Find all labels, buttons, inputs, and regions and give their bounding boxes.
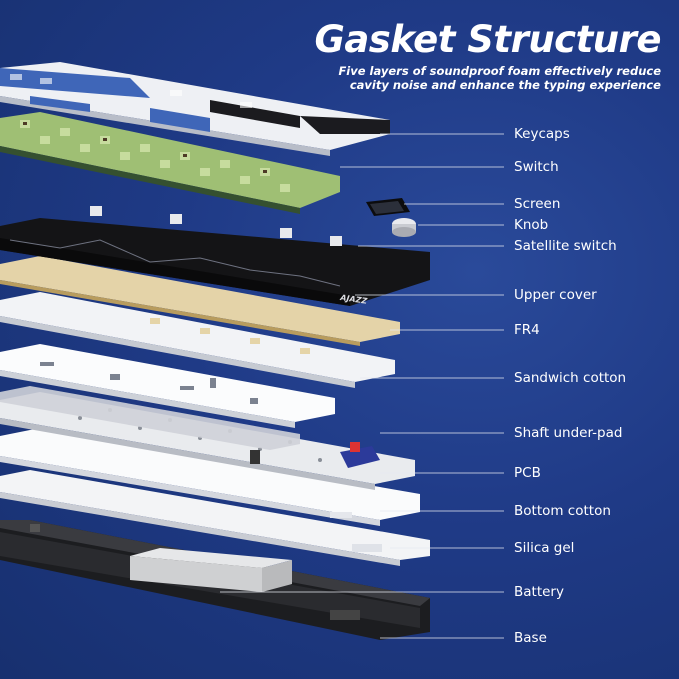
subtitle-line-1: Five layers of soundproof foam effective… [338, 64, 661, 78]
screen-layer [366, 198, 410, 216]
label-keycaps: Keycaps [514, 126, 570, 142]
bottom-cotton-layer [0, 428, 420, 526]
label-screen: Screen [514, 196, 561, 212]
label-base: Base [514, 630, 547, 646]
label-knob: Knob [514, 217, 549, 233]
shaft-under-pad-layer [0, 386, 300, 450]
satellite-switch-layer: AJAZZ [0, 206, 430, 306]
brand-logo: AJAZZ [339, 293, 368, 306]
leader-lines [220, 133, 504, 639]
page-subtitle: Five layers of soundproof foam effective… [338, 64, 661, 92]
page-title: Gasket Structure [314, 18, 661, 61]
label-battery: Battery [514, 584, 564, 600]
subtitle-line-2: cavity noise and enhance the typing expe… [349, 78, 661, 92]
label-shaft-under-pad: Shaft under-pad [514, 425, 623, 441]
label-silica-gel: Silica gel [514, 540, 575, 556]
knob-layer [392, 218, 416, 237]
label-satellite-switch: Satellite switch [514, 238, 617, 254]
label-switch: Switch [514, 159, 559, 175]
label-sandwich-cotton: Sandwich cotton [514, 370, 627, 386]
keycaps-layer [0, 62, 390, 156]
fr4-layer [0, 292, 395, 388]
sandwich-cotton-layer [0, 344, 335, 428]
battery-layer [130, 548, 292, 592]
upper-cover-layer [0, 256, 400, 346]
switch-layer [0, 112, 340, 214]
label-pcb: PCB [514, 465, 541, 481]
label-bottom-cotton: Bottom cotton [514, 503, 611, 519]
label-fr4: FR4 [514, 322, 540, 338]
label-upper-cover: Upper cover [514, 287, 597, 303]
silica-gel-layer [0, 470, 430, 566]
